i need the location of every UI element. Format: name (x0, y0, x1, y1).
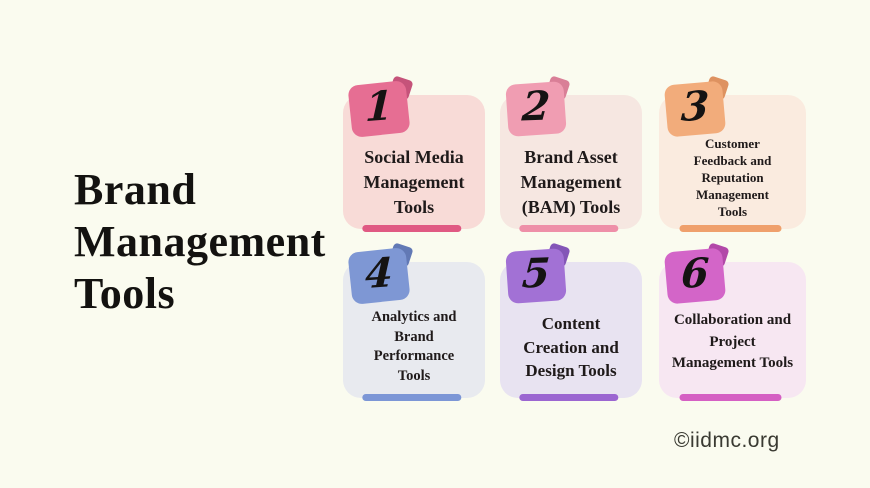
card-number: 6 (680, 249, 711, 298)
card-title-line: Tools (397, 367, 431, 384)
card-title: Brand Asset Management (BAM) Tools (500, 145, 642, 220)
card-collaboration-project-management: 6 Collaboration and Project Management T… (659, 242, 806, 401)
badge-square: 2 (505, 81, 567, 137)
card-accent-underline (362, 394, 462, 401)
card-title-line: Collaboration and (673, 312, 792, 328)
badge-square: 3 (663, 80, 727, 138)
card-title: Content Creation and Design Tools (500, 312, 642, 383)
card-title-line: Brand (394, 328, 434, 345)
card-title-line: Feedback and (693, 153, 772, 168)
card-title-line: (BAM) Tools (521, 197, 621, 217)
card-number: 4 (364, 248, 394, 299)
card-accent-underline (519, 225, 619, 232)
page-title: Brand Management Tools (74, 164, 326, 320)
badge-square: 1 (347, 80, 411, 138)
card-number: 2 (520, 82, 552, 131)
page-title-line: Management (74, 217, 326, 266)
card-title-line: Design Tools (525, 361, 617, 380)
card-title: Social Media Management Tools (343, 145, 485, 220)
card-customer-feedback-reputation: 3 Customer Feedback and Reputation Manag… (659, 75, 806, 232)
card-title: Customer Feedback and Reputation Managem… (659, 135, 806, 220)
card-accent-underline (362, 225, 462, 232)
card-content-creation-design: 5 Content Creation and Design Tools (500, 242, 642, 401)
card-title-line: Social Media (364, 147, 464, 167)
card-title: Analytics and Brand Performance Tools (343, 308, 485, 386)
card-title-line: Reputation (701, 170, 764, 185)
card-title-line: Performance (373, 348, 455, 364)
card-brand-asset-management: 2 Brand Asset Management (BAM) Tools (500, 75, 642, 232)
card-title-line: Management (696, 187, 769, 202)
card-number-badge: 5 (505, 242, 571, 304)
card-title-line: Management (363, 172, 465, 192)
card-accent-underline (519, 394, 619, 401)
card-title-line: Content (541, 314, 601, 333)
card-number: 3 (680, 82, 711, 131)
card-accent-underline (678, 225, 782, 232)
card-number-badge: 1 (347, 75, 414, 138)
card-title-line: Management Tools (671, 355, 794, 371)
card-number-badge: 4 (347, 242, 414, 305)
card-title-line: Customer (705, 136, 760, 151)
badge-square: 4 (347, 247, 411, 305)
card-title-line: Brand Asset (524, 147, 618, 167)
card-title-line: Tools (393, 197, 435, 217)
card-title-line: Analytics and (371, 309, 457, 325)
card-title-line: Creation and (523, 337, 619, 357)
card-number: 5 (520, 249, 552, 298)
card-title-line: Project (709, 333, 756, 350)
card-number-badge: 2 (505, 75, 571, 137)
page-title-line: Brand (74, 165, 197, 214)
card-number-badge: 3 (663, 75, 730, 138)
card-number-badge: 6 (663, 242, 730, 305)
card-title: Collaboration and Project Management Too… (659, 310, 806, 375)
card-social-media-management: 1 Social Media Management Tools (343, 75, 485, 232)
card-title-line: Tools (717, 204, 748, 219)
card-number: 1 (364, 81, 394, 132)
watermark-credit: ©iidmc.org (674, 429, 780, 452)
badge-square: 5 (505, 248, 567, 304)
badge-square: 6 (663, 247, 727, 305)
card-title-line: Management (520, 172, 622, 192)
page-title-line: Tools (74, 269, 176, 318)
card-analytics-brand-performance: 4 Analytics and Brand Performance Tools (343, 242, 485, 401)
card-accent-underline (678, 394, 782, 401)
